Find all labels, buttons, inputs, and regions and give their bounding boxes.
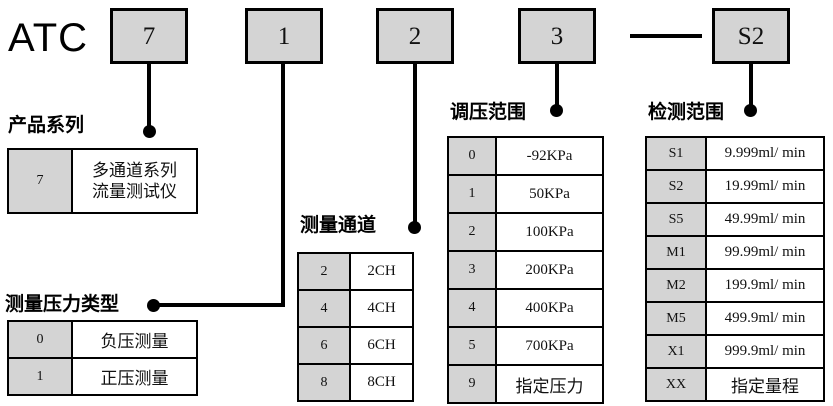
cell-desc: 199.9ml/ min <box>705 268 825 303</box>
table-row[interactable]: X1 999.9ml/ min <box>645 334 825 369</box>
code-box-pressure-range[interactable]: 3 <box>518 8 596 64</box>
cell-desc: -92KPa <box>495 136 604 176</box>
cell-desc: 100KPa <box>495 212 604 252</box>
code-box-detection-range[interactable]: S2 <box>712 8 790 64</box>
table-row[interactable]: S2 19.99ml/ min <box>645 169 825 204</box>
cell-desc: 8CH <box>349 363 414 402</box>
cell-code: 4 <box>447 288 497 328</box>
cell-code: 0 <box>7 320 73 359</box>
cell-code: XX <box>645 367 707 402</box>
cell-desc: 负压测量 <box>71 320 198 359</box>
cell-desc: 指定压力 <box>495 364 604 404</box>
cell-code: 0 <box>447 136 497 176</box>
cell-code: 2 <box>447 212 497 252</box>
table-product-series: 7 多通道系列 流量测试仪 <box>7 148 198 214</box>
cell-code: 1 <box>7 357 73 396</box>
cell-desc: 999.9ml/ min <box>705 334 825 369</box>
cell-code: 6 <box>297 326 351 365</box>
cell-desc: 99.99ml/ min <box>705 235 825 270</box>
cell-code: S2 <box>645 169 707 204</box>
cell-desc: 多通道系列 流量测试仪 <box>71 148 198 214</box>
cell-desc-line1: 多通道系列 <box>92 160 177 180</box>
leader-line-detection-range <box>749 64 753 112</box>
table-detection-range: S1 9.999ml/ min S2 19.99ml/ min S5 49.99… <box>645 136 825 402</box>
section-title-detection-range: 检测范围 <box>648 102 725 123</box>
code-box-pressure-type[interactable]: 1 <box>245 8 323 64</box>
table-measure-channel: 2 2CH 4 4CH 6 6CH 8 8CH <box>297 252 414 402</box>
table-row[interactable]: 1 50KPa <box>447 174 604 214</box>
cell-code: 9 <box>447 364 497 404</box>
cell-code: X1 <box>645 334 707 369</box>
cell-desc: 正压测量 <box>71 357 198 396</box>
model-prefix-atc: ATC <box>8 16 89 60</box>
cell-desc-line2: 流量测试仪 <box>92 182 177 201</box>
section-title-measure-channel: 测量通道 <box>300 215 377 236</box>
cell-desc: 指定量程 <box>705 367 825 402</box>
cell-desc: 6CH <box>349 326 414 365</box>
cell-code: 4 <box>297 289 351 328</box>
table-row[interactable]: 0 负压测量 <box>7 320 198 359</box>
cell-desc: 49.99ml/ min <box>705 202 825 237</box>
cell-desc: 700KPa <box>495 326 604 366</box>
cell-desc: 19.99ml/ min <box>705 169 825 204</box>
cell-code: 7 <box>7 148 73 214</box>
table-pressure-range: 0 -92KPa 1 50KPa 2 100KPa 3 200KPa 4 400… <box>447 136 604 404</box>
cell-code: S1 <box>645 136 707 171</box>
code-box-product-series[interactable]: 7 <box>110 8 188 64</box>
cell-desc: 4CH <box>349 289 414 328</box>
table-row[interactable]: M5 499.9ml/ min <box>645 301 825 336</box>
table-row[interactable]: 6 6CH <box>297 326 414 365</box>
table-row[interactable]: M1 99.99ml/ min <box>645 235 825 270</box>
leader-line-pressure-range <box>555 64 559 112</box>
cell-code: 2 <box>297 252 351 291</box>
leader-dot-pressure-range <box>550 104 563 117</box>
cell-code: M5 <box>645 301 707 336</box>
cell-code: 1 <box>447 174 497 214</box>
table-row[interactable]: 0 -92KPa <box>447 136 604 176</box>
section-title-product-series: 产品系列 <box>8 115 85 136</box>
cell-desc: 400KPa <box>495 288 604 328</box>
table-row[interactable]: 9 指定压力 <box>447 364 604 404</box>
model-code-separator-dash <box>630 34 702 38</box>
table-row[interactable]: M2 199.9ml/ min <box>645 268 825 303</box>
cell-code: 8 <box>297 363 351 402</box>
table-row[interactable]: 7 多通道系列 流量测试仪 <box>7 148 198 214</box>
cell-desc: 50KPa <box>495 174 604 214</box>
table-row[interactable]: 8 8CH <box>297 363 414 402</box>
table-row[interactable]: 3 200KPa <box>447 250 604 290</box>
leader-line-pressure-type-horizontal <box>152 303 285 307</box>
leader-line-pressure-type-vertical <box>281 64 285 307</box>
table-row[interactable]: XX 指定量程 <box>645 367 825 402</box>
leader-dot-product-series <box>143 125 156 138</box>
table-row[interactable]: 2 2CH <box>297 252 414 291</box>
cell-desc: 499.9ml/ min <box>705 301 825 336</box>
code-box-measure-channel[interactable]: 2 <box>376 8 454 64</box>
table-row[interactable]: 4 400KPa <box>447 288 604 328</box>
leader-line-measure-channel <box>413 64 417 230</box>
leader-dot-measure-channel <box>408 221 421 234</box>
cell-desc: 9.999ml/ min <box>705 136 825 171</box>
table-row[interactable]: 1 正压测量 <box>7 357 198 396</box>
table-pressure-type: 0 负压测量 1 正压测量 <box>7 320 198 396</box>
table-row[interactable]: S1 9.999ml/ min <box>645 136 825 171</box>
cell-desc: 200KPa <box>495 250 604 290</box>
cell-code: S5 <box>645 202 707 237</box>
table-row[interactable]: 5 700KPa <box>447 326 604 366</box>
cell-code: 3 <box>447 250 497 290</box>
section-title-pressure-range: 调压范围 <box>450 102 527 123</box>
cell-code: M2 <box>645 268 707 303</box>
cell-desc: 2CH <box>349 252 414 291</box>
table-row[interactable]: 4 4CH <box>297 289 414 328</box>
leader-dot-pressure-type <box>147 299 160 312</box>
cell-code: 5 <box>447 326 497 366</box>
cell-code: M1 <box>645 235 707 270</box>
table-row[interactable]: 2 100KPa <box>447 212 604 252</box>
leader-line-product-series <box>147 64 151 132</box>
leader-dot-detection-range <box>744 104 757 117</box>
table-row[interactable]: S5 49.99ml/ min <box>645 202 825 237</box>
section-title-pressure-type: 测量压力类型 <box>5 294 120 315</box>
